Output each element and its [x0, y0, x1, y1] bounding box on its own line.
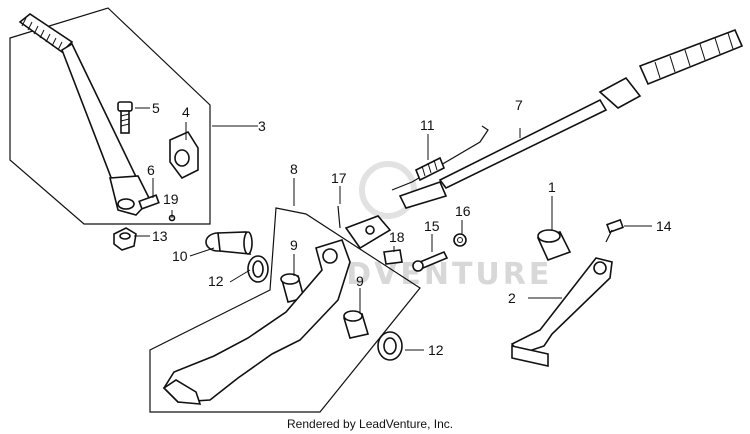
callout-4: 4	[182, 104, 190, 120]
callout-6: 6	[147, 162, 155, 178]
gearshift-lever	[510, 257, 613, 367]
bolt-14	[605, 218, 624, 243]
bolt-15	[412, 250, 449, 272]
credit-text: Rendered by LeadVenture, Inc.	[287, 417, 453, 431]
callout-11: 11	[420, 117, 435, 133]
nut-16	[453, 233, 467, 247]
callout-3: 3	[258, 118, 266, 134]
brake-cable	[398, 28, 744, 209]
bushing-9-lower	[342, 310, 370, 339]
callout-13: 13	[152, 228, 168, 244]
callout-7: 7	[515, 97, 523, 113]
return-spring	[391, 125, 489, 191]
callout-12-upper: 12	[208, 273, 224, 289]
callout-9-upper: 9	[290, 237, 298, 253]
callout-5: 5	[152, 100, 160, 116]
callout-18: 18	[389, 229, 405, 245]
callout-labels: 1 2 3 4 5 6 7 8 9 9 10 11 12 12 13 14 15…	[147, 97, 672, 358]
pivot-shaft-10	[205, 231, 253, 255]
callout-2: 2	[508, 290, 516, 306]
washer-12-lower	[377, 331, 403, 361]
bushing-1	[536, 229, 572, 262]
leader-lines	[134, 107, 652, 351]
nut-13	[113, 227, 137, 251]
callout-12-lower: 12	[428, 342, 444, 358]
bolt-6	[138, 194, 160, 210]
callout-19: 19	[163, 191, 179, 207]
callout-1: 1	[548, 179, 556, 195]
callout-8: 8	[290, 161, 298, 177]
callout-14: 14	[656, 218, 672, 234]
brake-pedal	[162, 239, 351, 405]
kick-starter-arm	[18, 13, 151, 216]
washer-12-upper	[247, 255, 269, 283]
brake-pedal-group-box	[149, 207, 421, 413]
callout-15: 15	[424, 218, 440, 234]
clevis-joint	[337, 205, 403, 265]
callout-16: 16	[455, 203, 471, 219]
clamp-4	[169, 130, 199, 180]
kick-lever-group-box	[9, 7, 211, 225]
bushing-9-upper	[280, 273, 305, 303]
callout-17: 17	[331, 170, 347, 186]
callout-9-lower: 9	[356, 273, 364, 289]
bolt-5	[117, 101, 133, 134]
callout-10: 10	[172, 248, 188, 264]
